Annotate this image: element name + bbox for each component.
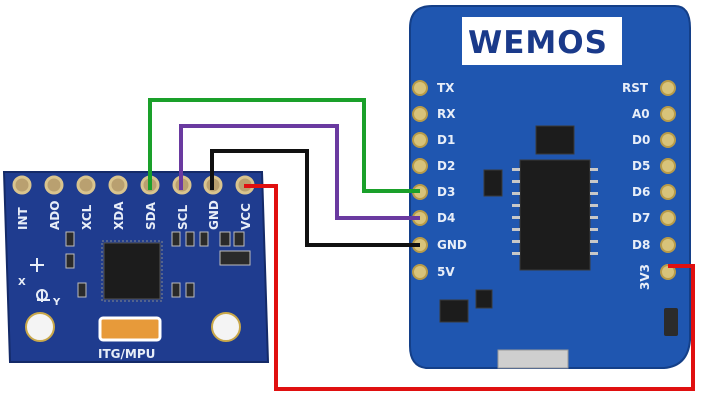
wemos-pin-label-d1: D1 (437, 133, 455, 147)
wemos-usb-port (497, 349, 569, 369)
wemos-main-ic (512, 159, 598, 271)
mpu-pin-label-xcl: XCL (80, 204, 94, 230)
wemos-board: WEMOS TX RX D1 D2 (409, 5, 691, 369)
wemos-pin-label-3v3: 3V3 (638, 264, 652, 290)
wemos-right-pin-labels: RST A0 D0 D5 D6 D7 D8 3V3 (622, 81, 652, 290)
mpu-pin-label-ado: ADO (48, 201, 62, 230)
mpu6050-board: INT ADO XCL XDA SDA SCL GND VCC (2, 171, 270, 363)
mpu-pin-label-scl: SCL (176, 205, 190, 230)
wemos-logo-box (462, 17, 622, 65)
mpu-sensor-chip (101, 240, 163, 302)
wire-sda-d3 (148, 98, 420, 193)
mpu-pin-label-gnd: GND (207, 200, 221, 230)
mpu-axis-x-label: X (18, 277, 26, 288)
wemos-pin-label-d8: D8 (632, 238, 650, 252)
wemos-small-chip (439, 299, 469, 323)
wemos-pin-label-d3: D3 (437, 185, 455, 199)
wemos-pin-label-d0: D0 (632, 133, 650, 147)
mpu-pin-label-vcc: VCC (239, 203, 253, 230)
wemos-pin-label-a0: A0 (632, 107, 650, 121)
mpu-chip-label: ITG/MPU (98, 347, 155, 361)
mpu-pin-label-sda: SDA (144, 201, 158, 230)
wemos-pin-label-d4: D4 (437, 211, 455, 225)
wemos-regulator-chip (535, 125, 575, 155)
wemos-left-pin-labels: TX RX D1 D2 D3 D4 GND 5V (437, 81, 467, 279)
wire-vcc-3v3 (244, 184, 695, 391)
wemos-right-pin-pads (660, 80, 676, 280)
wire-scl-d4 (179, 124, 420, 220)
wemos-diode (475, 289, 493, 309)
mpu-pin-labels: INT ADO XCL XDA SDA SCL GND VCC (16, 200, 253, 230)
wemos-pin-label-gnd: GND (437, 238, 467, 252)
wire-gnd-gnd (210, 149, 420, 247)
mpu-axis-y-label: Y (52, 297, 61, 308)
wemos-logo: WEMOS (468, 25, 608, 61)
wires (148, 98, 695, 391)
wemos-transistor (483, 169, 503, 197)
mpu-pin-label-xda: XDA (112, 201, 126, 230)
mounting-hole-left (25, 312, 55, 342)
wemos-pin-label-d5: D5 (632, 159, 650, 173)
wemos-pin-label-d6: D6 (632, 185, 650, 199)
mpu-pin-label-int: INT (16, 206, 30, 230)
wemos-reset-button (664, 308, 678, 336)
wemos-pin-label-5v: 5V (437, 265, 455, 279)
mpu-pin-pads (12, 175, 255, 195)
wemos-pin-label-d7: D7 (632, 211, 650, 225)
wemos-pin-label-d2: D2 (437, 159, 455, 173)
mpu-axis-marks (30, 258, 50, 302)
mpu-capacitor (98, 316, 162, 342)
mpu-smd-components (65, 231, 251, 298)
wemos-pin-label-tx: TX (437, 81, 455, 95)
wemos-pin-label-rst: RST (622, 81, 649, 95)
wemos-pin-label-rx: RX (437, 107, 456, 121)
mounting-hole-right (211, 312, 241, 342)
